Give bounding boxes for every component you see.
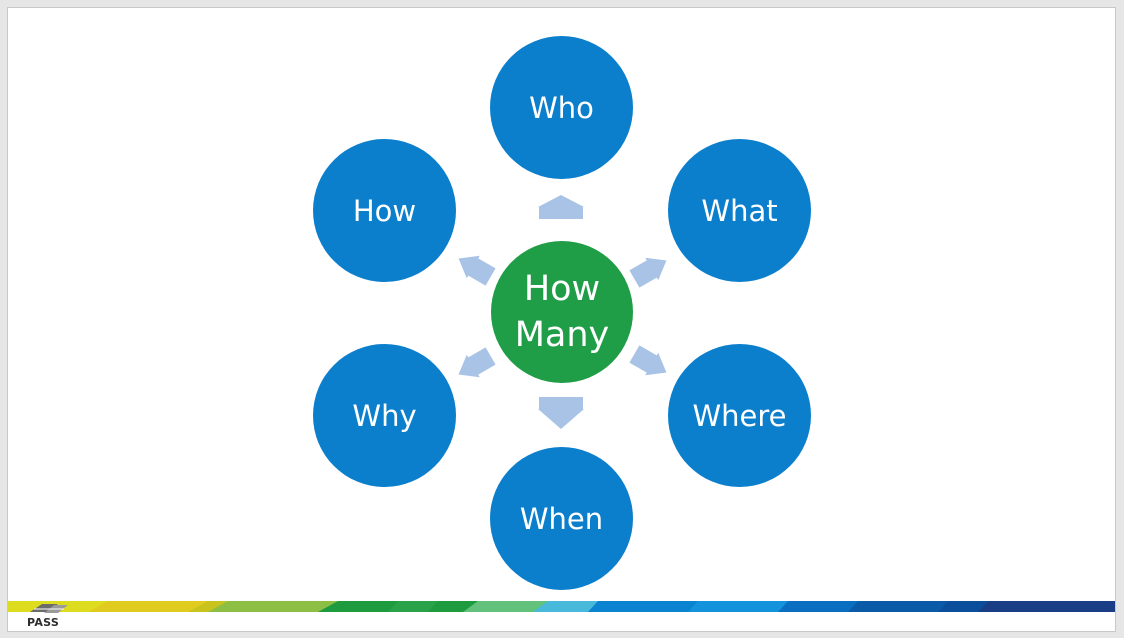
node-why: Why bbox=[313, 344, 456, 487]
node-when: When bbox=[490, 447, 633, 590]
center-label-line-2: Many bbox=[514, 315, 610, 355]
arrow-to-how bbox=[458, 255, 496, 286]
arrow-layer bbox=[458, 195, 667, 429]
node-who: Who bbox=[490, 36, 633, 179]
arrow-to-when bbox=[538, 397, 584, 429]
center-label-line-1: How bbox=[523, 269, 601, 309]
node-how: How bbox=[313, 139, 456, 282]
node-what-label: What bbox=[701, 193, 778, 228]
arrow-to-who bbox=[538, 195, 584, 219]
node-what: What bbox=[668, 139, 811, 282]
pass-logo-text: PASS bbox=[27, 616, 60, 629]
center-node-how-many: How Many bbox=[491, 241, 633, 383]
slide: Who What Where When Why How How Many bbox=[7, 7, 1116, 632]
node-where: Where bbox=[668, 344, 811, 487]
node-why-label: Why bbox=[352, 398, 417, 433]
arrow-to-why bbox=[458, 347, 496, 378]
node-where-label: Where bbox=[692, 398, 787, 433]
pass-logo-icon bbox=[30, 604, 68, 613]
node-who-label: Who bbox=[529, 90, 594, 125]
node-when-label: When bbox=[519, 501, 604, 536]
arrow-to-what bbox=[629, 257, 667, 288]
arrow-to-where bbox=[629, 345, 667, 376]
footer-color-band bbox=[8, 601, 1115, 631]
node-how-label: How bbox=[352, 193, 417, 228]
